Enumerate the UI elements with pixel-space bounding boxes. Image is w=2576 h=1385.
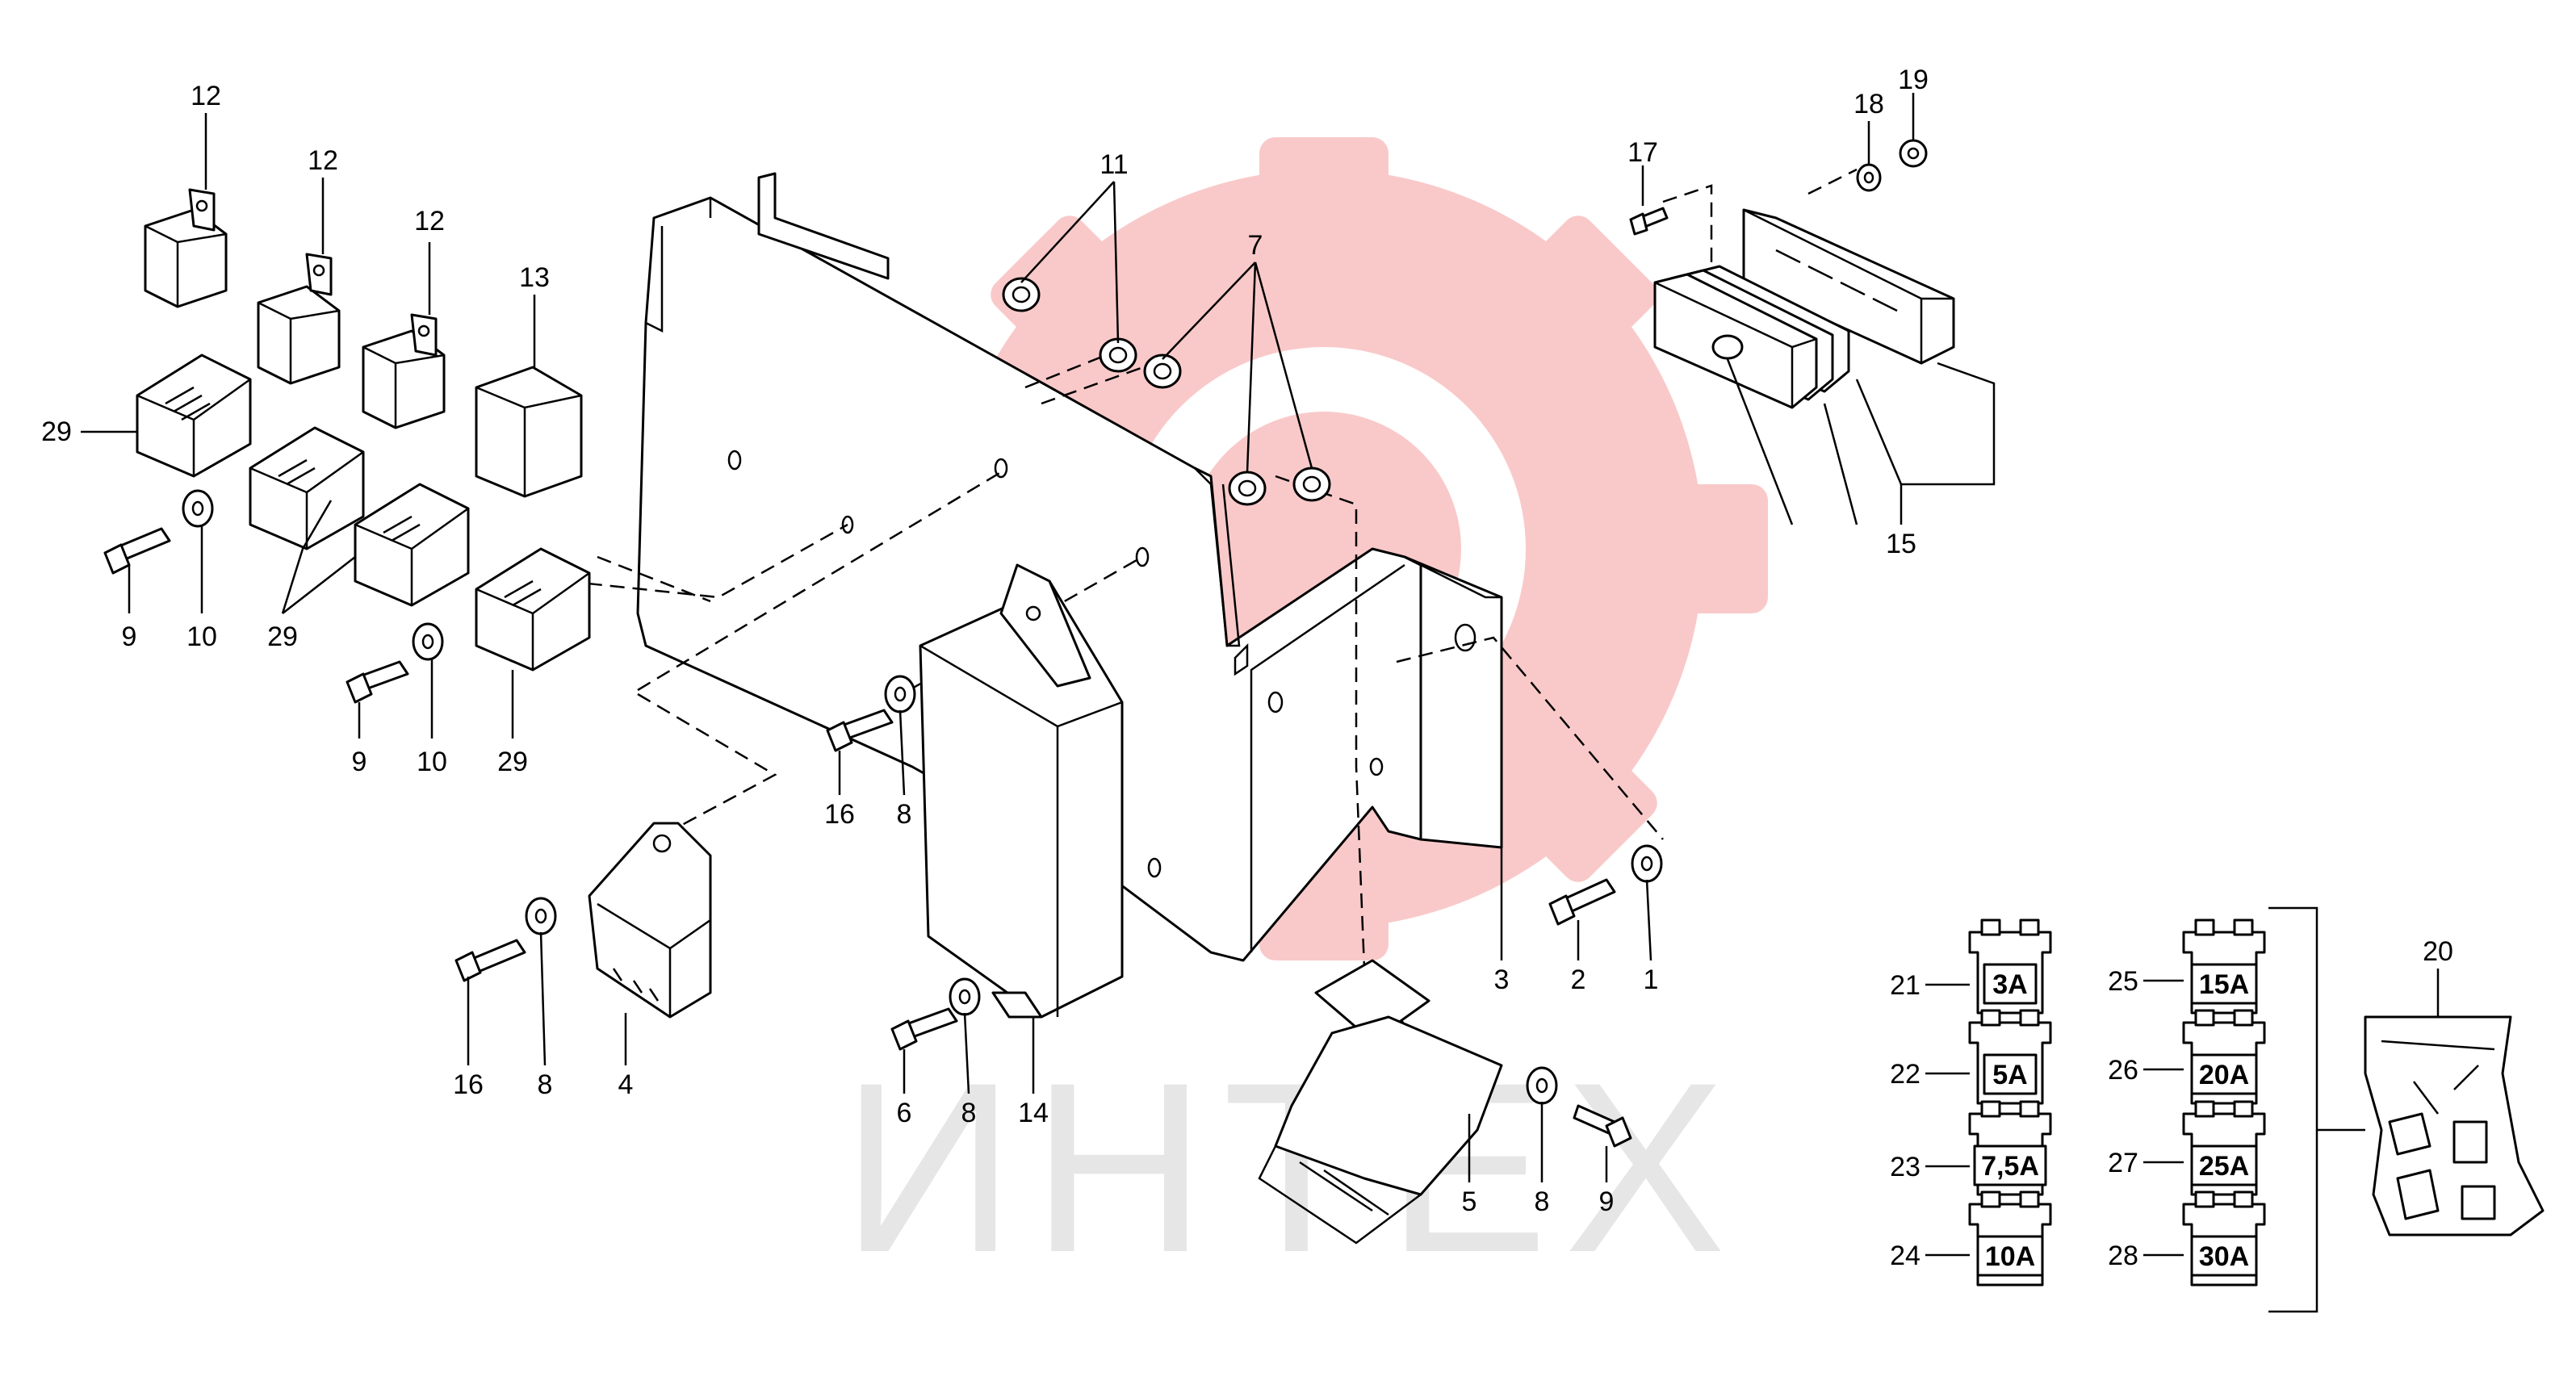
relay-12-a: [144, 188, 228, 308]
fuse-rating-21: 3A: [1992, 969, 2027, 1000]
bolt-9-a: [103, 527, 171, 575]
bolt-9-b: [346, 660, 409, 704]
callout-6: 6: [897, 1098, 912, 1128]
callout-12-c: 12: [414, 206, 445, 236]
fuse-23: 7,5A: [1968, 1100, 2052, 1196]
callout-1: 1: [1644, 964, 1659, 995]
control-unit-14: [919, 563, 1124, 1019]
callout-4: 4: [618, 1069, 634, 1100]
bolt-16-a: [454, 939, 526, 982]
callout-2: 2: [1571, 964, 1586, 995]
relay-socket-29-d: [475, 547, 591, 672]
fuse-rating-26: 20A: [2199, 1060, 2249, 1090]
fuse-28: 30A: [2182, 1190, 2266, 1287]
callout-10-a: 10: [186, 621, 217, 652]
callout-10-b: 10: [417, 747, 447, 777]
callout-23: 23: [1890, 1152, 1920, 1182]
nut-7-c: [1292, 467, 1331, 502]
callout-17: 17: [1627, 137, 1658, 168]
relay-12-b: [257, 253, 341, 385]
nut-11-a: [1002, 277, 1041, 312]
callout-leaders: [81, 93, 2440, 1182]
fuse-22: 5A: [1968, 1009, 2052, 1105]
callout-8-c: 8: [961, 1098, 977, 1128]
callout-21: 21: [1890, 970, 1920, 1001]
bolt-9-c: [1573, 1104, 1632, 1148]
callout-22: 22: [1890, 1059, 1920, 1090]
nut-11-b: [1099, 337, 1137, 373]
callout-8-d: 8: [1535, 1186, 1550, 1217]
fuse-27: 25A: [2182, 1100, 2266, 1196]
bolt-17: [1629, 207, 1669, 236]
relay-socket-29-b: [249, 426, 365, 550]
washer-10-a: [182, 489, 214, 528]
relay-socket-29-c: [354, 483, 470, 607]
fuse-rating-25: 15A: [2199, 969, 2249, 1000]
callout-13: 13: [519, 262, 550, 293]
callout-12-b: 12: [308, 145, 338, 176]
callout-25: 25: [2108, 966, 2138, 997]
callout-14: 14: [1018, 1098, 1049, 1128]
module-4: [588, 822, 712, 1019]
nut-7-b: [1228, 471, 1267, 506]
callout-7: 7: [1248, 230, 1263, 261]
callout-9-c: 9: [1599, 1186, 1615, 1217]
callout-18: 18: [1853, 89, 1884, 119]
callout-26: 26: [2108, 1055, 2138, 1086]
fuse-21: 3A: [1968, 918, 2052, 1015]
washer-1: [1631, 844, 1663, 883]
callout-16-a: 16: [453, 1069, 484, 1100]
callout-9-a: 9: [122, 621, 137, 652]
callout-11: 11: [1100, 149, 1128, 180]
fuse-26: 20A: [2182, 1009, 2266, 1105]
nut-19: [1899, 139, 1928, 168]
nut-7-a: [1143, 354, 1182, 389]
fuse-group-bracket: [2268, 906, 2365, 1313]
callout-3: 3: [1494, 964, 1510, 995]
relay-socket-29-a: [136, 354, 252, 478]
fuse-rating-23: 7,5A: [1981, 1151, 2039, 1182]
callout-labels: 12 12 12 13 29 9 10 29 9 10 29 11 7 16 8…: [41, 65, 2453, 1271]
callout-9-b: 9: [352, 747, 367, 777]
washer-8-b: [884, 675, 916, 713]
callout-5: 5: [1462, 1186, 1477, 1217]
callout-27: 27: [2108, 1148, 2138, 1178]
fuse-rating-28: 30A: [2199, 1241, 2249, 1272]
washer-10-b: [412, 622, 444, 661]
relay-13: [475, 366, 583, 498]
callout-28: 28: [2108, 1241, 2138, 1271]
callout-15: 15: [1886, 529, 1916, 559]
fuse-bag-20: [2364, 1015, 2545, 1236]
washer-8-c: [949, 977, 981, 1016]
callout-8-a: 8: [538, 1069, 553, 1100]
callout-29-c: 29: [497, 747, 528, 777]
bolt-16-b: [826, 709, 894, 752]
washer-8-d: [1526, 1066, 1558, 1105]
callout-16-b: 16: [824, 799, 855, 830]
callout-24: 24: [1890, 1241, 1920, 1271]
connector-5: [1258, 959, 1503, 1245]
callout-20: 20: [2423, 936, 2453, 967]
fuse-box-15: [1653, 208, 1955, 409]
fuse-rating-24: 10A: [1985, 1241, 2035, 1272]
bolt-2: [1548, 878, 1616, 926]
relay-12-c: [362, 313, 446, 429]
washer-8-a: [525, 897, 557, 935]
callout-19: 19: [1898, 65, 1929, 95]
callout-8-b: 8: [897, 799, 912, 830]
fuse-25: 15A: [2182, 918, 2266, 1015]
bolt-6: [890, 1007, 958, 1051]
fuse-leaders: [1925, 979, 2184, 1257]
callout-29-a: 29: [41, 416, 72, 447]
fuse-rating-27: 25A: [2199, 1151, 2249, 1182]
fuse-rating-22: 5A: [1992, 1060, 2027, 1090]
fuse-24: 10A: [1968, 1190, 2052, 1287]
callout-29-b: 29: [267, 621, 298, 652]
washer-18: [1856, 163, 1882, 192]
callout-12-a: 12: [191, 81, 221, 111]
watermark-text: ИНТЕХ: [841, 1031, 1742, 1303]
